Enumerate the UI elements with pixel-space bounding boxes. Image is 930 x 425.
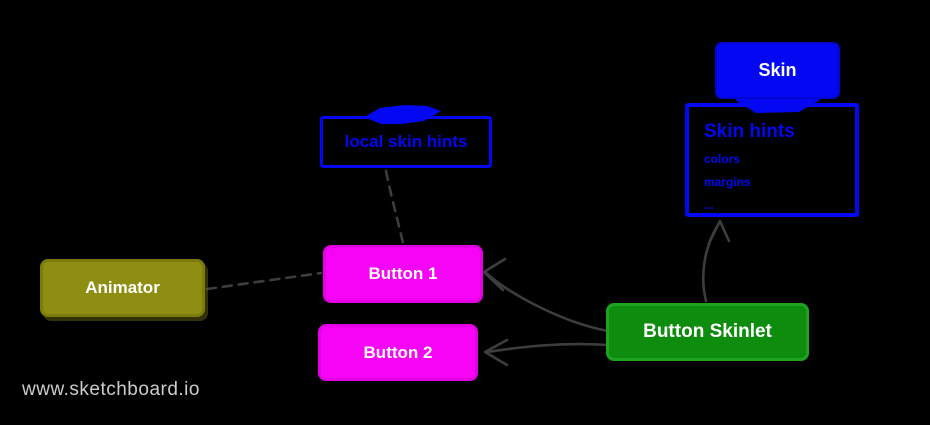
node-button2[interactable]: Button 2 xyxy=(318,324,478,381)
edge-animator-to-button1[interactable] xyxy=(205,271,323,291)
edge-button-skinlet-to-button2[interactable] xyxy=(485,342,610,354)
node-button1-label: Button 1 xyxy=(368,264,438,283)
skin-hints-item-ellipsis: ... xyxy=(704,198,715,212)
node-skin[interactable]: Skin xyxy=(715,42,840,99)
node-local-skin-hints-label: local skin hints xyxy=(344,132,468,151)
sketchboard-watermark: www.sketchboard.io xyxy=(22,379,200,400)
edge-button-skinlet-to-skin-hints[interactable] xyxy=(701,221,721,303)
node-button2-label: Button 2 xyxy=(363,342,433,362)
node-button-skinlet-label: Button Skinlet xyxy=(643,321,772,342)
node-animator-label: Animator xyxy=(85,278,160,297)
arrowhead-button1 xyxy=(482,257,507,292)
arrowhead-button2 xyxy=(483,338,509,367)
scribble-local-skin-hints[interactable] xyxy=(364,105,441,124)
node-local-skin-hints[interactable]: local skin hints xyxy=(320,116,492,168)
node-skin-label: Skin xyxy=(758,60,797,80)
edge-local-skin-hints-to-button1[interactable] xyxy=(384,169,405,245)
skin-hints-item-colors: colors xyxy=(704,152,741,166)
node-button1[interactable]: Button 1 xyxy=(323,245,483,303)
skin-hints-item-margins: margins xyxy=(704,175,751,189)
node-animator[interactable]: Animator xyxy=(40,259,205,317)
skin-hints-title: Skin hints xyxy=(704,121,795,142)
node-skin-hints[interactable]: Skin hints colors margins ... xyxy=(685,103,859,217)
node-button-skinlet[interactable]: Button Skinlet xyxy=(606,303,809,361)
edge-button-skinlet-to-button1[interactable] xyxy=(484,271,610,333)
arrowhead-skin-hints xyxy=(707,219,731,245)
